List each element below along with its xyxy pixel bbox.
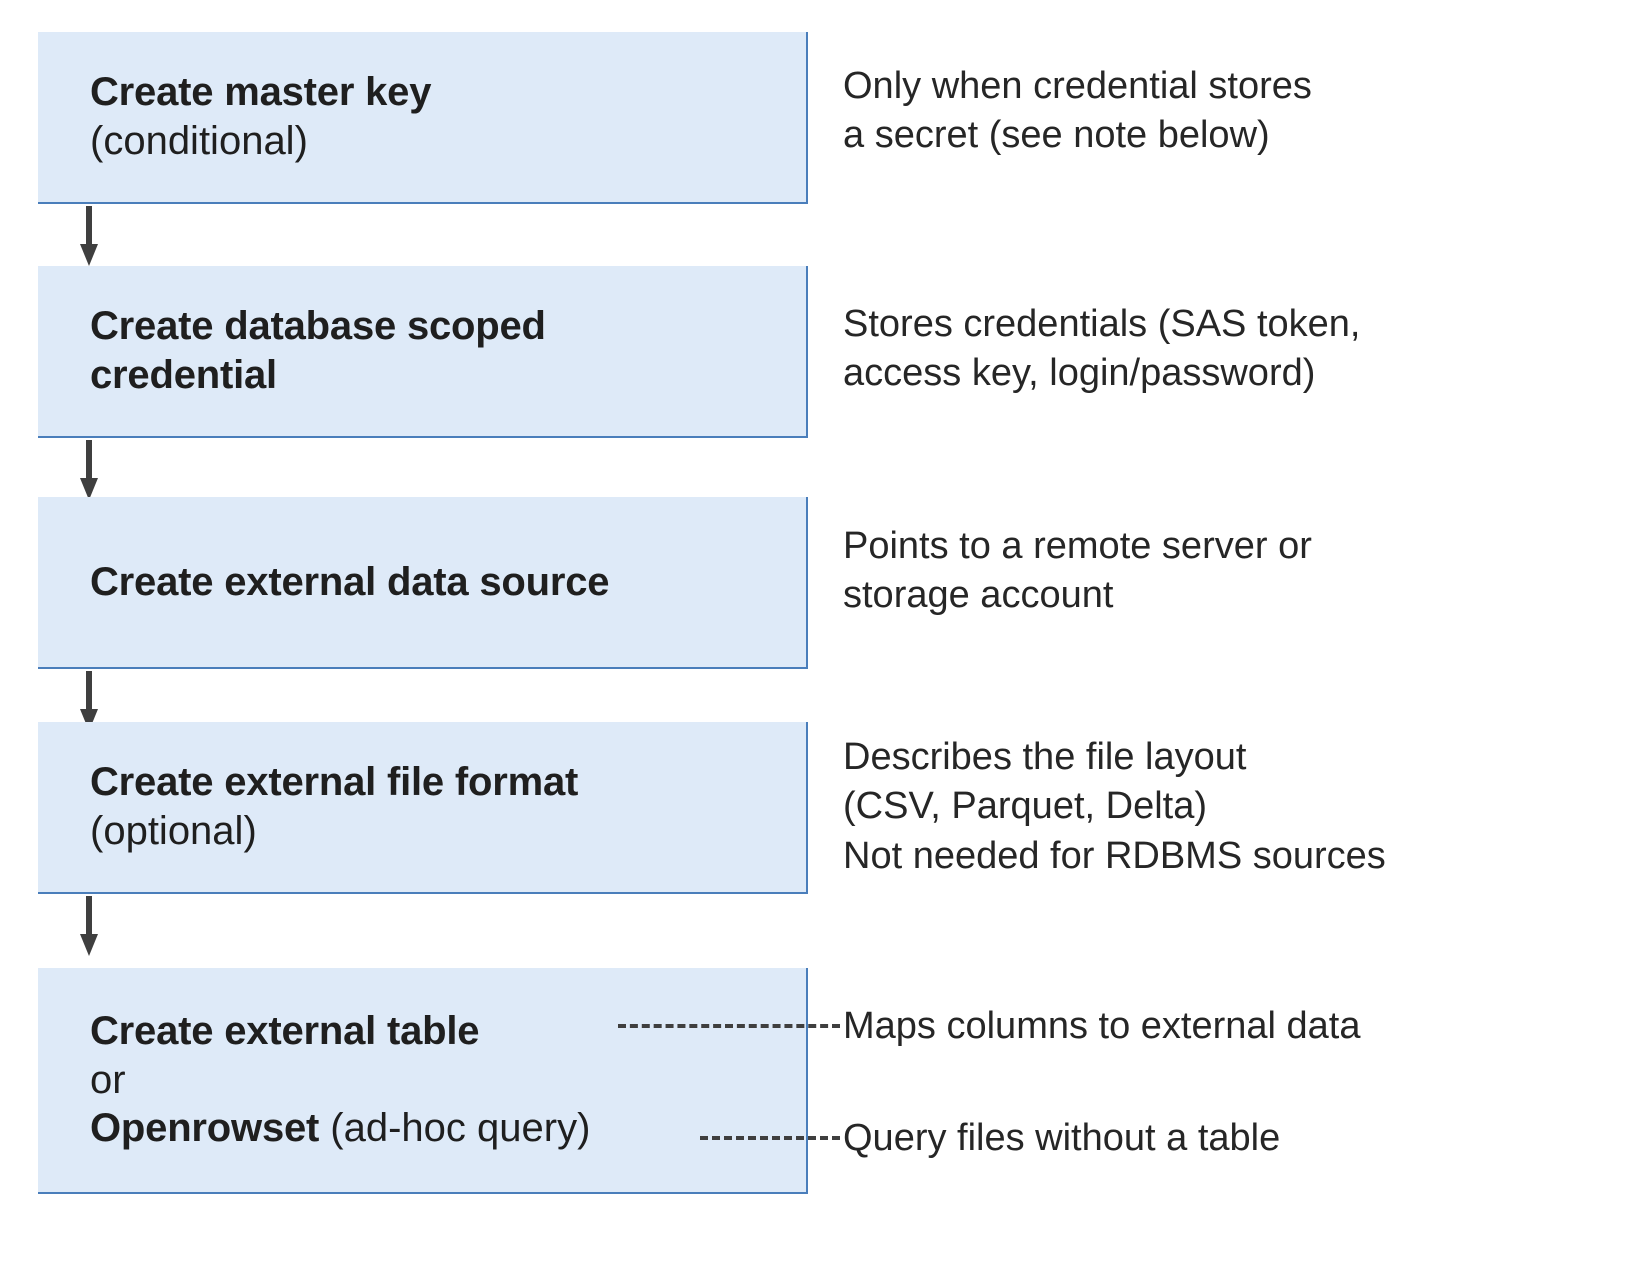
step-or-label: or bbox=[90, 1057, 126, 1102]
arrow-shaft bbox=[86, 206, 92, 246]
step-title: Create external file format bbox=[90, 760, 579, 805]
step-subtitle: (optional) bbox=[90, 809, 257, 853]
step-box-create-external-file-format[interactable]: Create external file format (optional) bbox=[38, 722, 808, 894]
arrow-shaft bbox=[86, 440, 92, 480]
dashed-connector-openrowset bbox=[700, 1136, 840, 1140]
step-subtitle: (conditional) bbox=[90, 119, 308, 163]
step-alt-line: Openrowset (ad-hoc query) bbox=[90, 1104, 790, 1153]
step-title: Create external table bbox=[90, 1008, 480, 1053]
note-openrowset: Query files without a table bbox=[843, 1117, 1281, 1159]
step-alt-title: Openrowset bbox=[90, 1106, 320, 1151]
step-box-content: Create master key (conditional) bbox=[38, 68, 806, 166]
step-title: Create database scoped credential bbox=[90, 304, 546, 397]
step-box-content: Create external table or Openrowset (ad-… bbox=[38, 1007, 806, 1153]
step-box-content: Create database scoped credential bbox=[38, 302, 806, 400]
note-create-external-table: Maps columns to external data bbox=[843, 1005, 1361, 1047]
dashed-connector-external-table bbox=[618, 1024, 840, 1028]
note-create-master-key: Only when credential stores a secret (se… bbox=[843, 65, 1312, 157]
arrow-shaft bbox=[86, 671, 92, 711]
flow-arrow-2 bbox=[80, 440, 98, 502]
step-box-create-database-scoped-credential[interactable]: Create database scoped credential bbox=[38, 266, 808, 438]
arrow-head bbox=[80, 244, 98, 266]
step-title: Create external data source bbox=[90, 559, 610, 604]
flow-arrow-4 bbox=[80, 896, 98, 958]
step-box-content: Create external data source bbox=[38, 558, 806, 607]
step-box-content: Create external file format (optional) bbox=[38, 758, 806, 856]
step-box-create-master-key[interactable]: Create master key (conditional) bbox=[38, 32, 808, 204]
note-create-external-data-source: Points to a remote server or storage acc… bbox=[843, 525, 1312, 617]
arrow-shaft bbox=[86, 896, 92, 936]
flow-arrow-1 bbox=[80, 206, 98, 268]
step-title: Create master key bbox=[90, 70, 432, 115]
step-alt-suffix: (ad-hoc query) bbox=[319, 1106, 591, 1151]
step-box-create-external-data-source[interactable]: Create external data source bbox=[38, 497, 808, 669]
note-create-external-file-format: Describes the file layout (CSV, Parquet,… bbox=[843, 736, 1386, 877]
arrow-head bbox=[80, 478, 98, 500]
note-create-database-scoped-credential: Stores credentials (SAS token, access ke… bbox=[843, 303, 1361, 395]
arrow-head bbox=[80, 934, 98, 956]
step-box-create-external-table[interactable]: Create external table or Openrowset (ad-… bbox=[38, 968, 808, 1194]
